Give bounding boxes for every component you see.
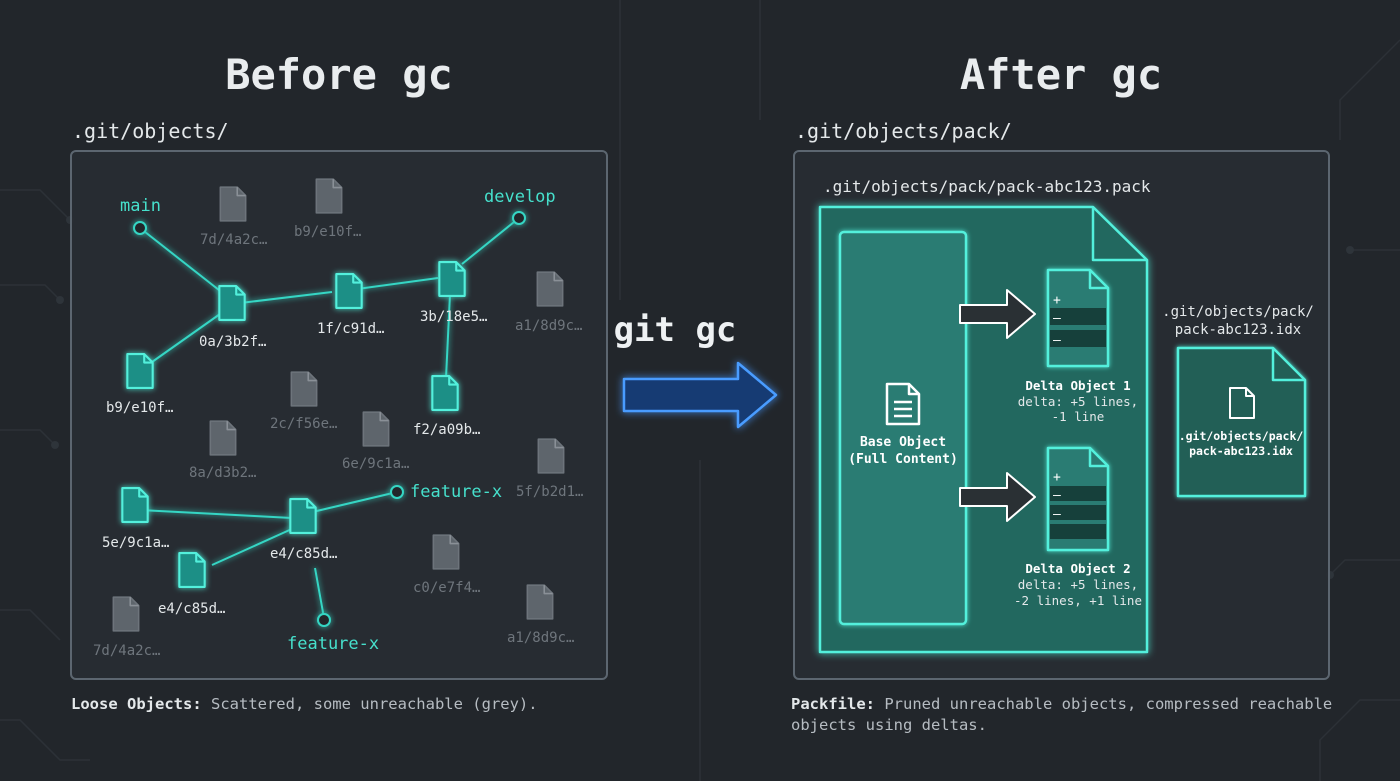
delta-object-1-title: Delta Object 1 xyxy=(1025,378,1130,393)
base-object-subtitle: (Full Content) xyxy=(848,452,958,467)
file-icon xyxy=(432,534,460,570)
packfile-diagram: .git/objects/pack/pack-abc123.pack Base … xyxy=(818,177,1314,654)
file-icon xyxy=(112,596,140,632)
file-icon xyxy=(218,285,246,321)
object-label: 1f/c91d… xyxy=(317,321,384,337)
delta-object-2-title: Delta Object 2 xyxy=(1025,561,1130,576)
file-icon xyxy=(209,420,237,456)
unreachable-label: b9/e10f… xyxy=(294,224,361,240)
ref-label-main: main xyxy=(120,196,161,216)
loose-objects-panel: main develop feature-x feature-x 0a/3b2f… xyxy=(70,150,608,680)
base-object-block xyxy=(838,230,968,626)
idx-path-label: .git/objects/pack/ xyxy=(1162,304,1314,320)
unreachable-label: c0/e7f4… xyxy=(413,580,480,596)
base-object-title: Base Object xyxy=(860,435,946,450)
graph-edges xyxy=(139,217,520,619)
unreachable-label: 6e/9c1a… xyxy=(342,456,409,472)
file-icon xyxy=(431,375,459,411)
delta-mark: – xyxy=(1053,311,1061,326)
file-icon xyxy=(335,273,363,309)
object-label: f2/a09b… xyxy=(413,422,480,438)
before-caption-label: Loose Objects: xyxy=(71,695,202,713)
gc-arrow xyxy=(622,361,778,429)
ref-label-feature-x: feature-x xyxy=(410,482,502,502)
unreachable-label: 7d/4a2c… xyxy=(93,643,160,659)
idx-file-label: pack-abc123.idx xyxy=(1175,322,1301,338)
file-icon xyxy=(219,186,247,222)
packfile-panel: .git/objects/pack/pack-abc123.pack Base … xyxy=(793,150,1330,680)
object-label: e4/c85d… xyxy=(158,601,225,617)
before-caption-text: Scattered, some unreachable (grey). xyxy=(201,695,538,713)
object-label: e4/c85d… xyxy=(270,546,337,562)
file-icon xyxy=(536,271,564,307)
object-label: 0a/3b2f… xyxy=(199,334,266,350)
git-gc-command: git gc xyxy=(613,310,737,350)
unreachable-label: a1/8d9c… xyxy=(507,630,574,646)
delta-mark: + xyxy=(1053,470,1061,485)
delta-object-2 xyxy=(1046,446,1110,552)
delta-object-1-line1: delta: +5 lines, xyxy=(1018,394,1138,409)
idx-inner-name: pack-abc123.idx xyxy=(1189,444,1293,458)
before-caption: Loose Objects: Scattered, some unreachab… xyxy=(71,694,611,715)
delta-object-2-line1: delta: +5 lines, xyxy=(1018,577,1138,592)
delta-object-2-line2: -2 lines, +1 line xyxy=(1014,593,1142,608)
file-icon xyxy=(178,552,206,588)
file-icon xyxy=(526,584,554,620)
delta-object-1 xyxy=(1046,268,1110,368)
file-icon xyxy=(126,353,154,389)
unreachable-label: a1/8d9c… xyxy=(515,318,582,334)
delta-mark: – xyxy=(1053,333,1061,348)
file-icon xyxy=(290,371,318,407)
before-path-label: .git/objects/ xyxy=(72,119,229,143)
delta-mark: + xyxy=(1053,293,1061,308)
after-caption-label: Packfile: xyxy=(791,695,875,713)
object-label: 5e/9c1a… xyxy=(102,535,169,551)
unreachable-label: 8a/d3b2… xyxy=(189,465,256,481)
file-icon xyxy=(1229,387,1255,419)
loose-objects-graph: main develop feature-x feature-x 0a/3b2f… xyxy=(93,178,583,659)
file-icon xyxy=(315,178,343,214)
delta-mark: – xyxy=(1053,507,1061,522)
file-icon xyxy=(438,261,466,297)
after-caption: Packfile: Pruned unreachable objects, co… xyxy=(791,694,1351,736)
file-icon xyxy=(537,438,565,474)
after-caption-line2: objects using deltas. xyxy=(791,716,987,734)
delta-object-1-line2: -1 line xyxy=(1052,409,1105,424)
delta-arrow-1 xyxy=(959,289,1036,339)
after-caption-line1: Pruned unreachable objects, compressed r… xyxy=(875,695,1333,713)
file-icon xyxy=(362,411,390,447)
file-icon xyxy=(121,487,149,523)
after-path-label: .git/objects/pack/ xyxy=(795,119,1012,143)
object-label: 3b/18e5… xyxy=(420,309,487,325)
before-title: Before gc xyxy=(225,50,453,99)
file-icon xyxy=(885,382,921,426)
object-label: b9/e10f… xyxy=(106,400,173,416)
unreachable-label: 5f/b2d1… xyxy=(516,484,583,500)
after-title: After gc xyxy=(959,50,1163,99)
unreachable-label: 2c/f56e… xyxy=(270,416,337,432)
unreachable-label: 7d/4a2c… xyxy=(200,232,267,248)
ref-nodes xyxy=(133,211,526,627)
delta-arrow-2 xyxy=(959,472,1036,522)
file-icon xyxy=(289,498,317,534)
idx-file-shape xyxy=(1176,346,1307,498)
ref-label-feature-x-2: feature-x xyxy=(287,634,379,654)
ref-label-develop: develop xyxy=(484,187,556,207)
delta-mark: – xyxy=(1053,488,1061,503)
pack-file-name: .git/objects/pack/pack-abc123.pack xyxy=(823,177,1151,196)
idx-inner-path: .git/objects/pack/ xyxy=(1179,429,1304,443)
